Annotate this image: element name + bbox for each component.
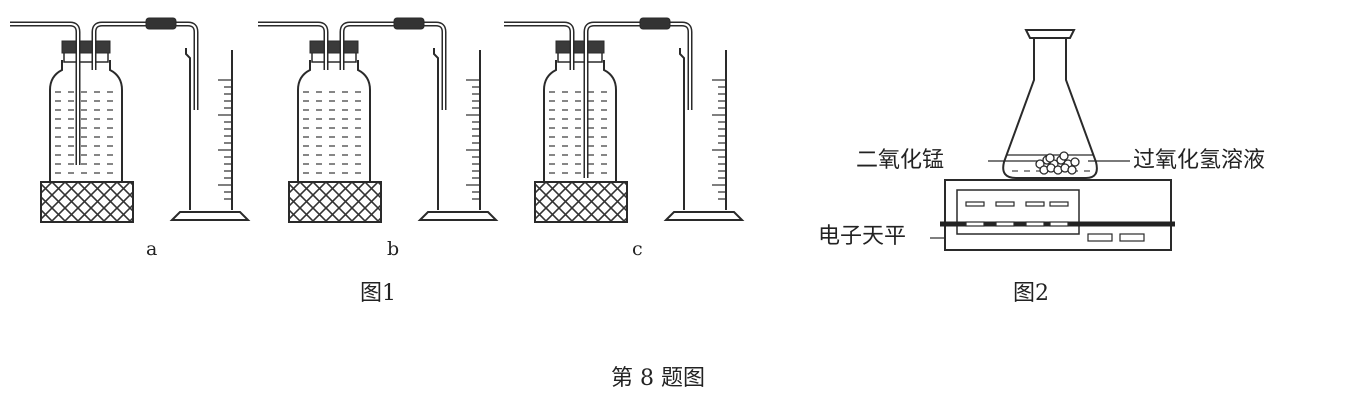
outlet-tube-bore (341, 23, 445, 110)
figure-2 (930, 29, 1175, 251)
rubber-connector (145, 17, 177, 30)
conical-flask (1002, 38, 1098, 179)
outlet-tube-bore (93, 23, 197, 110)
setup-label-c: c (632, 238, 643, 260)
figure-1-caption: 图1 (360, 281, 396, 306)
inlet-tube-bore (258, 23, 327, 70)
rubber-connector (393, 17, 425, 30)
gas-bottle (297, 60, 371, 183)
setup-label-a: a (146, 238, 158, 260)
outlet-tube-bore (585, 23, 691, 178)
balance-button-1 (1087, 233, 1113, 242)
inlet-tube-bore (10, 23, 79, 165)
label-electronic-balance: 电子天平 (818, 224, 907, 249)
cylinder-base (417, 211, 499, 221)
setup-c (504, 17, 745, 223)
overall-caption: 第 8 题图 (611, 366, 705, 391)
figure-1 (10, 17, 745, 223)
water-in-bottle (55, 91, 113, 174)
graduated-cylinder (433, 48, 481, 210)
wooden-block (534, 181, 628, 223)
gas-bottle (543, 60, 617, 183)
label-hydrogen-peroxide: 过氧化氢溶液 (1133, 148, 1266, 173)
figure-2-caption: 图2 (1013, 281, 1049, 306)
flask-mouth (1024, 29, 1076, 39)
rubber-connector (639, 17, 671, 30)
setup-a (10, 17, 251, 223)
water-in-bottle (549, 91, 607, 174)
wooden-block (288, 181, 382, 223)
rubber-stopper (555, 40, 605, 54)
wooden-block (40, 181, 134, 223)
graduated-cylinder (185, 48, 233, 210)
balance-pan (956, 189, 1080, 235)
setup-b (258, 17, 499, 223)
rubber-stopper (309, 40, 359, 54)
label-manganese-dioxide: 二氧化锰 (856, 148, 945, 173)
balance-button-2 (1119, 233, 1145, 242)
rubber-stopper (61, 40, 111, 54)
cylinder-graduations (712, 79, 726, 200)
gas-bottle (49, 60, 123, 183)
setup-label-b: b (387, 238, 400, 260)
balance-display-dashes (965, 201, 1069, 227)
inlet-tube-bore (504, 23, 573, 70)
cylinder-graduations (466, 79, 480, 200)
water-in-bottle (303, 91, 361, 174)
graduated-cylinder (679, 48, 727, 210)
cylinder-graduations (218, 79, 232, 200)
manganese-dioxide-particles (1035, 151, 1080, 175)
cylinder-base (663, 211, 745, 221)
cylinder-base (169, 211, 251, 221)
